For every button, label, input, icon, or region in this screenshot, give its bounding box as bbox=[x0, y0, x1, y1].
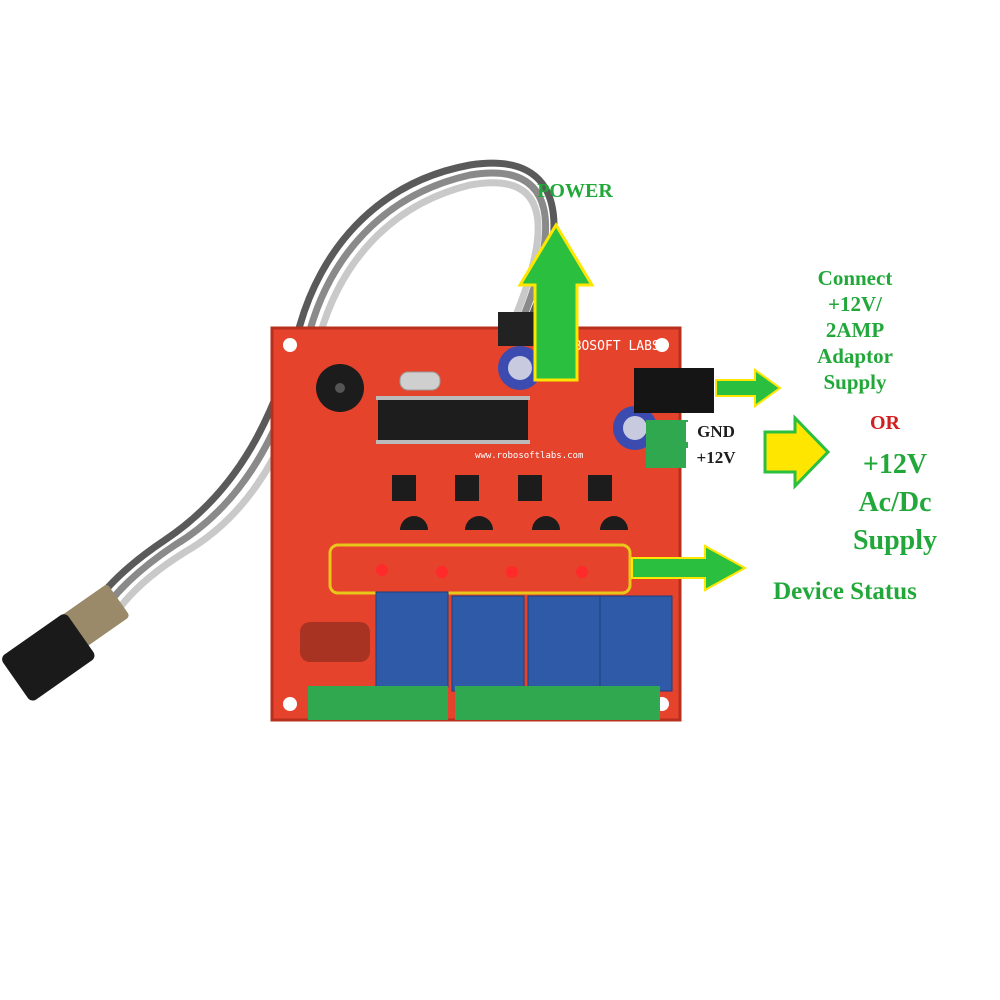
connect-line-1: Connect bbox=[817, 266, 893, 290]
status-led-4 bbox=[576, 566, 588, 578]
relay-2 bbox=[451, 595, 525, 692]
connect-line-4: Adaptor bbox=[817, 344, 893, 368]
board-brand-text: ROBOSOFT LABS bbox=[558, 339, 660, 354]
microcontroller-chip bbox=[376, 396, 530, 444]
relay-1 bbox=[375, 591, 449, 688]
connect-supply-label: Connect +12V/ 2AMP Adaptor Supply bbox=[780, 265, 930, 395]
transistor-1 bbox=[400, 516, 428, 530]
transistor-2 bbox=[465, 516, 493, 530]
power-label: POWER bbox=[537, 180, 613, 202]
ir-receiver bbox=[2, 585, 129, 701]
dc-power-jack bbox=[634, 368, 714, 413]
connect-line-5: Supply bbox=[823, 370, 887, 394]
or-label: OR bbox=[870, 412, 900, 434]
power-terminal-block bbox=[646, 420, 688, 468]
ir-header-connector bbox=[498, 312, 538, 346]
board-website-text: www.robosoftlabs.com bbox=[475, 451, 583, 461]
device-status-highlight bbox=[328, 543, 632, 595]
status-led-2 bbox=[436, 566, 448, 578]
connect-supply-arrow bbox=[715, 368, 782, 408]
output-terminal-block-1 bbox=[308, 686, 448, 720]
transistor-4 bbox=[600, 516, 628, 530]
terminal-gnd-label: GND bbox=[686, 422, 746, 442]
crystal bbox=[399, 371, 441, 391]
device-status-label: Device Status bbox=[773, 578, 917, 605]
optocoupler-3 bbox=[518, 475, 542, 501]
ir-sensor-cable bbox=[87, 159, 558, 624]
acdc-supply-arrow bbox=[763, 414, 831, 490]
optocoupler-2 bbox=[455, 475, 479, 501]
capacitor-1 bbox=[498, 346, 542, 390]
x-capacitor bbox=[300, 622, 370, 662]
supply-line-1: +12V bbox=[862, 449, 928, 480]
supply-line-3: Supply bbox=[852, 525, 938, 556]
output-terminal-block-2 bbox=[455, 686, 660, 720]
acdc-supply-label: +12V Ac/Dc Supply bbox=[825, 446, 965, 560]
power-arrow bbox=[517, 222, 595, 382]
connect-line-3: 2AMP bbox=[825, 318, 885, 342]
terminal-12v-label: +12V bbox=[686, 448, 746, 468]
transistor-3 bbox=[532, 516, 560, 530]
supply-line-2: Ac/Dc bbox=[858, 487, 932, 518]
buzzer bbox=[316, 364, 364, 412]
device-status-arrow bbox=[631, 544, 748, 592]
status-led-3 bbox=[506, 566, 518, 578]
relay-3 bbox=[527, 595, 601, 692]
connect-line-2: +12V/ bbox=[828, 292, 882, 316]
optocoupler-4 bbox=[588, 475, 612, 501]
status-led-1 bbox=[376, 564, 388, 576]
optocoupler-1 bbox=[392, 475, 416, 501]
relay-4 bbox=[599, 595, 673, 692]
